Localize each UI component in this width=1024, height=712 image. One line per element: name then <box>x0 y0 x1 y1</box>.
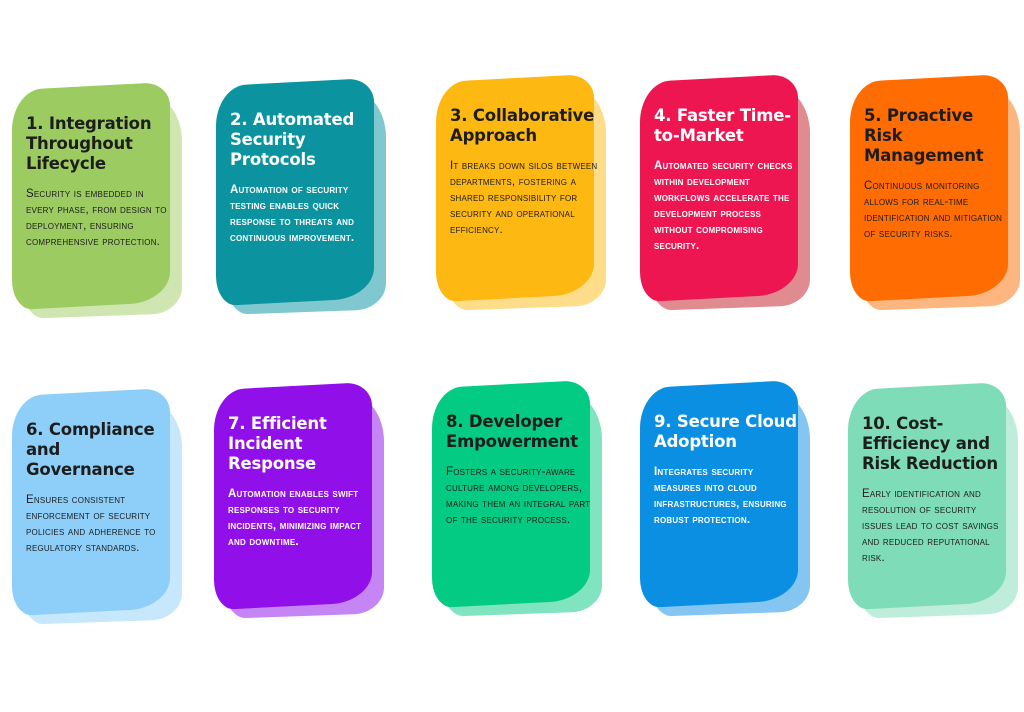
card-description: Automation of security testing enables q… <box>230 184 355 244</box>
card-content: 3. Collaborative Approach It breaks down … <box>450 106 598 238</box>
card-title: 7. Efficient Incident Response <box>228 414 327 473</box>
card-title: 6. Compliance and Governance <box>26 420 155 479</box>
card-title: 3. Collaborative Approach <box>450 106 595 145</box>
card-description: Early identification and resolution of s… <box>862 488 999 564</box>
card-collaborative-approach: 3. Collaborative Approach It breaks down … <box>436 73 606 311</box>
card-title: 2. Automated Security Protocols <box>230 110 355 169</box>
card-title: 4. Faster Time-to-Market <box>654 106 791 145</box>
card-description: Fosters a security-aware culture among d… <box>446 466 591 526</box>
card-title: 10. Cost-Efficiency and Risk Reduction <box>862 414 998 473</box>
card-description: Integrates security measures into cloud … <box>654 466 787 526</box>
card-title: 8. Developer Empowerment <box>446 412 578 451</box>
card-description: Automation enables swift responses to se… <box>228 488 362 548</box>
card-description: Ensures consistent enforcement of securi… <box>26 494 156 554</box>
card-title: 9. Secure Cloud Adoption <box>654 412 797 451</box>
card-description: Continuous monitoring allows for real-ti… <box>864 180 1003 240</box>
card-description: Automated security checks within develop… <box>654 160 793 252</box>
card-title: 5. Proactive Risk Management <box>864 106 984 165</box>
card-description: It breaks down silos between departments… <box>450 160 598 236</box>
card-title: 1. Integration Throughout Lifecycle <box>26 114 152 173</box>
card-description: Security is embedded in every phase, fro… <box>26 188 167 248</box>
